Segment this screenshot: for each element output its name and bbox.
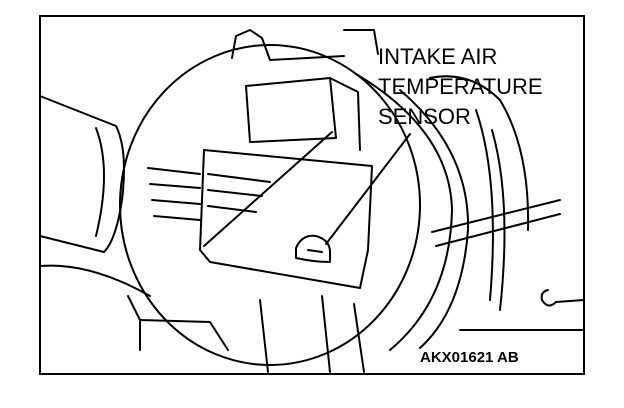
inner-duct-side bbox=[245, 77, 337, 143]
right-strap bbox=[431, 199, 561, 247]
left-hose-lower bbox=[39, 264, 151, 297]
housing-rear-ring-2 bbox=[399, 89, 470, 349]
left-hose bbox=[39, 95, 125, 253]
bottom-strut-1 bbox=[259, 299, 269, 373]
left-hose-inner bbox=[95, 127, 105, 237]
callout-leader-2 bbox=[203, 131, 333, 247]
left-bracket bbox=[127, 295, 229, 351]
right-hook bbox=[540, 289, 585, 307]
bottom-strut-3 bbox=[353, 303, 365, 373]
figure-code: AKX01621 AB bbox=[420, 349, 519, 366]
inner-duct-side-2 bbox=[329, 77, 361, 151]
top-bracket-right bbox=[343, 29, 379, 55]
engine-illustration bbox=[39, 29, 585, 373]
callout-leader-1 bbox=[325, 133, 411, 245]
top-bracket-edge bbox=[269, 55, 345, 61]
housing-front-ring bbox=[119, 44, 421, 366]
inner-duct-front bbox=[199, 149, 369, 289]
callout-line-1: INTAKE AIR bbox=[378, 44, 497, 69]
sensor-pin bbox=[307, 249, 323, 253]
sensor-body bbox=[295, 234, 331, 263]
inner-duct-top bbox=[203, 149, 373, 251]
housing-rear-ring bbox=[355, 73, 453, 351]
callout-line-3: SENSOR bbox=[378, 104, 471, 129]
grille-lines bbox=[147, 167, 271, 221]
sensor-callout: INTAKE AIR TEMPERATURE SENSOR bbox=[378, 44, 543, 129]
right-body-top bbox=[429, 75, 530, 231]
right-body-ribs bbox=[475, 109, 506, 311]
callout-line-2: TEMPERATURE bbox=[378, 74, 543, 99]
figure-frame bbox=[39, 15, 585, 375]
bottom-strut-2 bbox=[321, 295, 331, 373]
